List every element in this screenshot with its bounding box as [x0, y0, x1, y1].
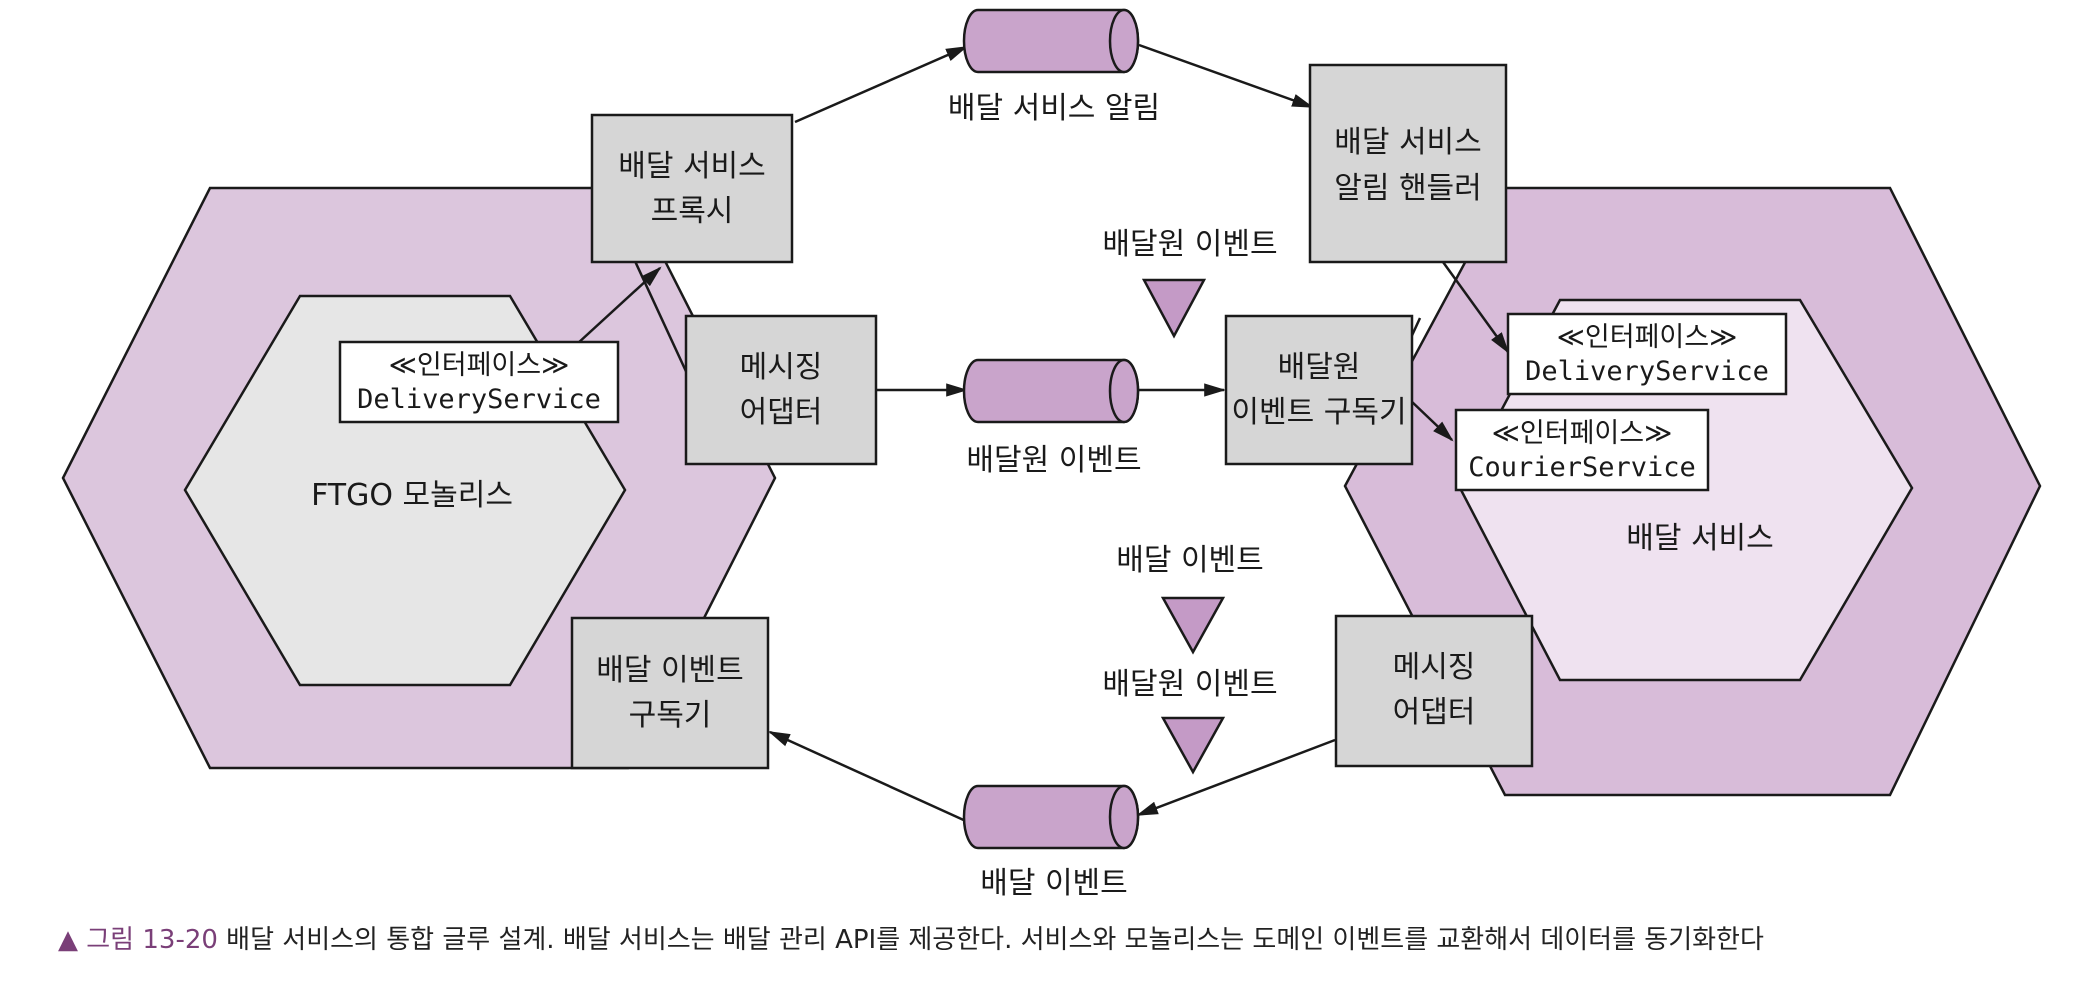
event-label-courier-top: 배달원 이벤트: [1102, 227, 1277, 262]
delivery-event-subscriber-box: 배달 이벤트 구독기: [570, 616, 770, 770]
arrow-adapter-to-delivery-events: [1135, 738, 1336, 817]
arrow-handler-to-iface: [1441, 261, 1510, 354]
arrow-iface-to-proxy: [576, 266, 662, 345]
courier-subscriber-line2: 이벤트 구독기: [1231, 395, 1406, 430]
ftgo-iface-stereotype: ≪인터페이스≫: [389, 350, 570, 381]
delivery-events-channel: 배달 이벤트: [962, 784, 1140, 901]
ftgo-delivery-service-interface: ≪인터페이스≫ DeliveryService: [338, 340, 620, 424]
event-triangle-delivery-mid: [1160, 596, 1226, 655]
arrow-proxy-to-notification: [794, 45, 969, 124]
adapter-left-line2: 어댑터: [740, 395, 823, 430]
proxy-box: 배달 서비스 프록시: [590, 113, 794, 264]
courier-subscriber-line1: 배달원: [1278, 350, 1361, 385]
notification-channel-label: 배달 서비스 알림: [948, 91, 1160, 126]
delivery-service-title: 배달 서비스: [1626, 521, 1774, 556]
figure-caption: ▲ 그림 13-20 배달 서비스의 통합 글루 설계. 배달 서비스는 배달 …: [58, 925, 1764, 955]
ds-iface1-name: DeliveryService: [1525, 356, 1769, 387]
proxy-line2: 프록시: [651, 194, 734, 229]
courier-events-channel-label: 배달원 이벤트: [966, 443, 1141, 478]
event-subscriber-line2: 구독기: [629, 698, 712, 733]
ds-iface2-name: CourierService: [1468, 452, 1696, 483]
event-label-courier-mid: 배달원 이벤트: [1102, 667, 1277, 702]
handler-line2: 알림 핸들러: [1334, 171, 1482, 206]
caption-prefix: ▲ 그림 13-20: [58, 925, 218, 955]
arrow-delivery-events-to-subscriber: [767, 730, 969, 824]
courier-event-subscriber-box: 배달원 이벤트 구독기: [1224, 314, 1414, 466]
proxy-line1: 배달 서비스: [618, 149, 766, 184]
adapter-right-line2: 어댑터: [1393, 695, 1476, 730]
messaging-adapter-right-box: 메시징 어댑터: [1334, 614, 1534, 768]
caption-text: 배달 서비스의 통합 글루 설계. 배달 서비스는 배달 관리 API를 제공한…: [218, 925, 1764, 955]
ds-iface1-stereotype: ≪인터페이스≫: [1557, 322, 1738, 353]
courier-events-channel: 배달원 이벤트: [962, 358, 1142, 478]
ftgo-title: FTGO 모놀리스: [311, 478, 513, 513]
ftgo-iface-name: DeliveryService: [357, 384, 601, 415]
arrow-notification-to-handler: [1138, 43, 1315, 109]
courier-service-interface: ≪인터페이스≫ CourierService: [1454, 408, 1710, 492]
event-triangle-courier-top: [1141, 278, 1207, 339]
notification-handler-box: 배달 서비스 알림 핸들러: [1308, 63, 1508, 264]
messaging-adapter-left-box: 메시징 어댑터: [684, 314, 878, 466]
notification-channel: 배달 서비스 알림: [948, 8, 1160, 126]
event-label-delivery-mid: 배달 이벤트: [1116, 543, 1264, 578]
handler-line1: 배달 서비스: [1334, 125, 1482, 160]
adapter-right-line1: 메시징: [1393, 650, 1476, 685]
ds-iface2-stereotype: ≪인터페이스≫: [1492, 418, 1673, 449]
event-triangle-courier-mid: [1160, 716, 1226, 775]
event-subscriber-line1: 배달 이벤트: [596, 653, 744, 688]
delivery-service-interface: ≪인터페이스≫ DeliveryService: [1506, 312, 1788, 396]
arrow-subscriber-to-courier-iface: [1409, 399, 1454, 442]
adapter-left-line1: 메시징: [740, 350, 823, 385]
delivery-events-channel-label: 배달 이벤트: [980, 866, 1128, 901]
